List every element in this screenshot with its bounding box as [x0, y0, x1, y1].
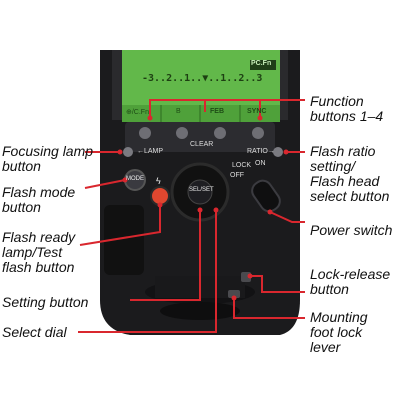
- mode-label: MODE: [126, 176, 144, 182]
- ratio-label: RATIO→: [247, 148, 275, 155]
- lcd-tab-3: FEB: [210, 108, 224, 115]
- lcd-scale-text: -3..2..1..▼..1..2..3: [142, 73, 263, 84]
- flash-ready-lamp[interactable]: [150, 186, 170, 206]
- lcd-tab-4: SYNC: [247, 108, 267, 115]
- label-lock-release: Lock-release button: [310, 266, 391, 297]
- off-label: OFF: [230, 172, 244, 179]
- leader-power-switch: [269, 211, 305, 223]
- lcd-tab-2: B: [176, 108, 181, 115]
- function-button-panel: [125, 122, 275, 152]
- flash-ratio-button[interactable]: [273, 147, 283, 157]
- foot-lock-lever[interactable]: [228, 290, 240, 298]
- lamp-label: ←LAMP: [137, 148, 164, 155]
- function-button-4[interactable]: [252, 127, 264, 139]
- on-label: ON: [255, 160, 266, 167]
- leader-select-dial: [78, 210, 217, 333]
- label-select-dial: Select dial: [2, 324, 67, 340]
- lock-label: LOCK: [232, 162, 252, 169]
- label-mounting-foot: Mounting foot lock lever: [310, 309, 368, 355]
- power-switch[interactable]: [249, 177, 284, 215]
- flash-bolt-icon: ϟ: [156, 176, 161, 186]
- lcd-mode-chip-text: PC.Fn: [251, 60, 272, 67]
- function-button-2[interactable]: [176, 127, 188, 139]
- function-button-1[interactable]: [139, 127, 151, 139]
- label-focusing-lamp: Focusing lamp button: [2, 143, 94, 174]
- battery-side-panel: [104, 205, 144, 275]
- mounting-foot: [160, 302, 240, 320]
- function-button-3[interactable]: [214, 127, 226, 139]
- label-setting-button: Setting button: [2, 294, 89, 310]
- lcd-tab-1: ⊕/C.Fn: [126, 109, 149, 116]
- label-flash-ratio: Flash ratio setting/ Flash head select b…: [310, 143, 390, 204]
- lcd-mode-chip: [250, 60, 276, 70]
- leader-setting-button: [130, 210, 201, 301]
- label-power-switch: Power switch: [310, 222, 393, 238]
- label-function-buttons: Function buttons 1–4: [310, 93, 384, 124]
- leader-flash-mode: [84, 179, 126, 189]
- focusing-lamp-button[interactable]: [123, 147, 133, 157]
- leader-lines: [78, 99, 305, 333]
- clear-label: CLEAR: [190, 141, 214, 148]
- leader-mounting-foot: [233, 298, 305, 319]
- leader-flash-ready: [79, 205, 161, 246]
- select-set-label: SEL/SET: [189, 187, 214, 193]
- setting-button[interactable]: [187, 179, 213, 205]
- label-flash-ready: Flash ready lamp/Test flash button: [2, 229, 76, 275]
- label-flash-mode: Flash mode button: [2, 184, 76, 215]
- leader-lock-release: [250, 275, 305, 293]
